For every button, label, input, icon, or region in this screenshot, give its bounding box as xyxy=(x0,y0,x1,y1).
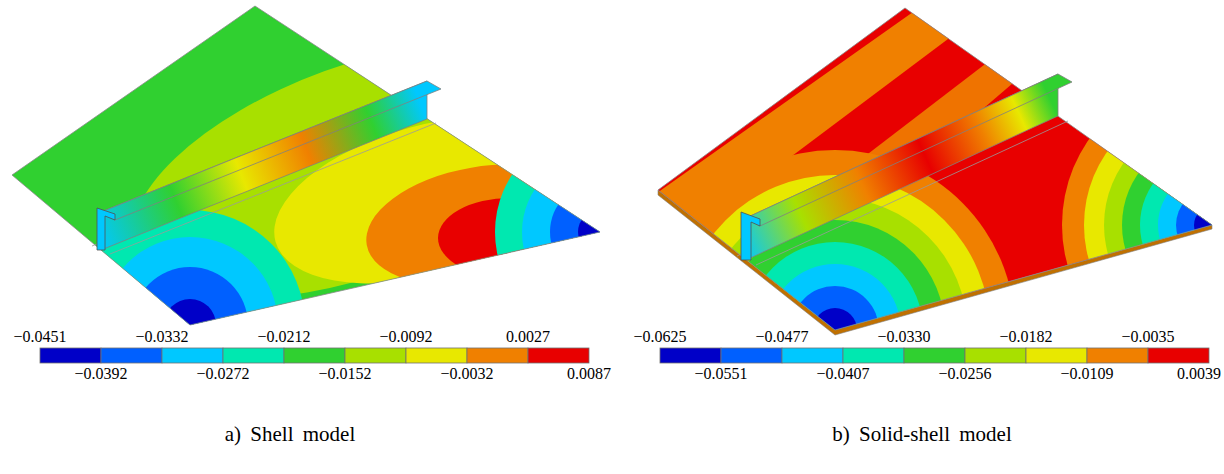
solid-shell-stiffener xyxy=(741,74,1072,260)
scale-value: 0.0087 xyxy=(567,366,611,382)
scale-value: −0.0212 xyxy=(257,329,310,345)
scale-value: −0.0182 xyxy=(999,329,1052,345)
shell-stiffener xyxy=(97,81,441,250)
scale-value: −0.0625 xyxy=(633,329,686,345)
scale-value: −0.0109 xyxy=(1060,366,1113,382)
subfigure-caption: a) Shell model xyxy=(225,424,355,445)
scale-value: 0.0027 xyxy=(506,329,550,345)
scale-value: −0.0092 xyxy=(379,329,432,345)
scale-value: −0.0477 xyxy=(755,329,808,345)
scale-value: −0.0392 xyxy=(74,366,127,382)
scale-value: −0.0332 xyxy=(135,329,188,345)
scale-value: −0.0330 xyxy=(877,329,930,345)
scale-value: −0.0032 xyxy=(440,366,493,382)
shell-plate xyxy=(0,0,705,440)
scale-value: −0.0272 xyxy=(196,366,249,382)
subfigure-caption: b) Solid-shell model xyxy=(832,424,1012,445)
solid-shell-plate xyxy=(640,0,1224,474)
scale-value: −0.0407 xyxy=(816,366,869,382)
scale-value: −0.0152 xyxy=(318,366,371,382)
colour-bar-left xyxy=(40,348,589,363)
scale-value: −0.0451 xyxy=(13,329,66,345)
scale-value: 0.0039 xyxy=(1177,366,1221,382)
scale-value: −0.0256 xyxy=(938,366,991,382)
colour-bar-right xyxy=(660,348,1209,363)
scale-value: −0.0035 xyxy=(1121,329,1174,345)
scale-value: −0.0551 xyxy=(694,366,747,382)
